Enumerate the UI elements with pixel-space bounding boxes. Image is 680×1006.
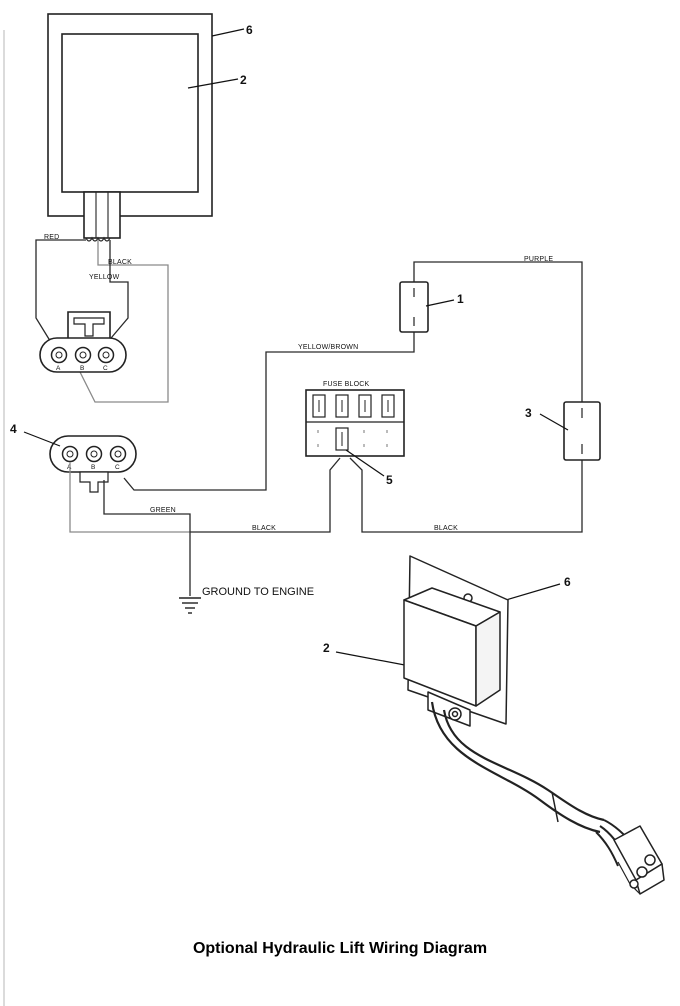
black-wire-top [77, 240, 169, 403]
ground-label: GROUND TO ENGINE [202, 586, 314, 598]
wire-label-yellow: YELLOW [89, 274, 120, 281]
wire-label-purple: PURPLE [524, 256, 553, 263]
purple-wire [413, 261, 583, 402]
module-pigtail [83, 191, 121, 239]
wire-label-red: RED [44, 234, 59, 241]
pin-label-c-lower: C [115, 464, 120, 471]
control-module [61, 33, 199, 193]
module-illustration [403, 555, 665, 895]
harness-wires [69, 261, 583, 596]
callout-2-bottom: 2 [323, 641, 330, 655]
pin-label-c: C [103, 365, 108, 372]
pin-label-b-lower: B [91, 464, 95, 471]
callout-leaders [23, 28, 569, 667]
yellow-wire [105, 240, 129, 345]
module-wires [35, 236, 169, 403]
module-housing [47, 13, 213, 239]
green-wire [103, 480, 191, 532]
callout-1: 1 [457, 292, 464, 306]
callout-5: 5 [386, 473, 393, 487]
ground-symbol [179, 597, 201, 614]
fuse-block-label: FUSE BLOCK [323, 381, 369, 388]
callout-4: 4 [10, 422, 17, 436]
diagram-caption: Optional Hydraulic Lift Wiring Diagram [192, 940, 488, 957]
wire-label-yellow-brown: YELLOW/BROWN [298, 344, 358, 351]
switch-1 [399, 281, 429, 333]
callout-6-top: 6 [246, 23, 253, 37]
green-wire-a [69, 462, 190, 533]
red-wire [35, 239, 86, 345]
lower-connector: A B C [49, 435, 137, 493]
black-wire-right [349, 457, 583, 533]
pin-label-a: A [56, 365, 61, 372]
pin-label-b: B [80, 365, 84, 372]
callout-6-bottom: 6 [564, 575, 571, 589]
relay-3 [563, 401, 601, 461]
wire-label-black-left: BLACK [252, 525, 276, 532]
black-wire-left [190, 457, 341, 533]
upper-connector: A B C [39, 311, 127, 373]
callout-3: 3 [525, 406, 532, 420]
callout-2-top: 2 [240, 73, 247, 87]
wire-label-black-top: BLACK [108, 259, 132, 266]
wire-label-black-right: BLACK [434, 525, 458, 532]
wire-label-green: GREEN [150, 507, 176, 514]
fuse-block: FUSE BLOCK [305, 381, 405, 457]
yellow-brown-wire [123, 332, 415, 491]
